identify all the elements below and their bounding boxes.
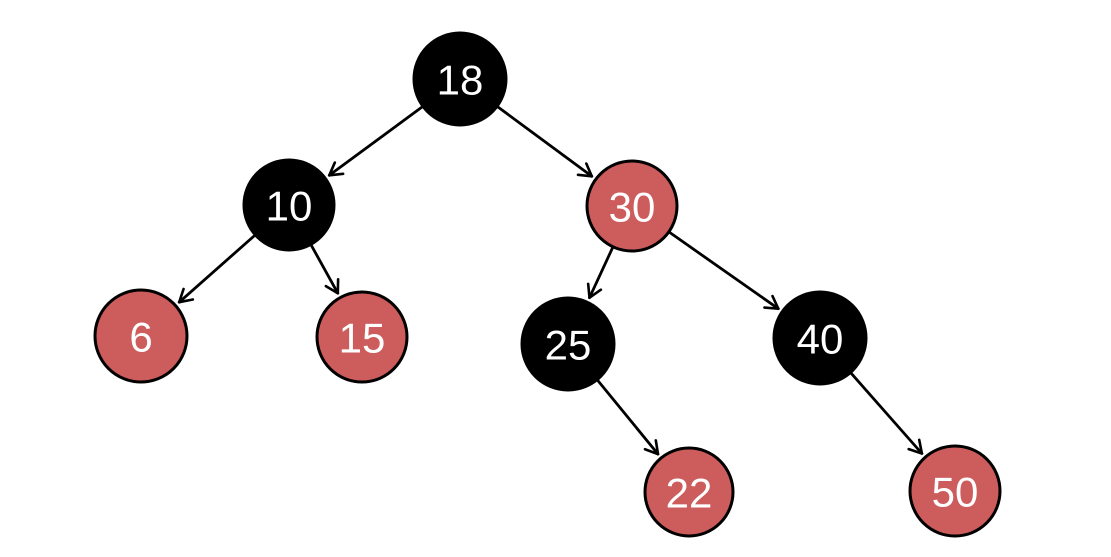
tree-node-15: 15 [315,290,409,384]
tree-node-22: 22 [643,446,735,538]
tree-node-40: 40 [772,290,868,386]
tree-node-6: 6 [93,288,189,384]
node-label-30: 30 [609,184,656,231]
node-circle-30 [585,159,679,253]
node-label-40: 40 [797,316,844,363]
tree-node-50: 50 [908,444,1002,538]
node-label-6: 6 [129,314,152,361]
tree-node-30: 30 [585,159,679,253]
node-label-22: 22 [666,470,713,517]
node-label-25: 25 [545,322,592,369]
edge-18-30 [496,105,594,178]
node-circle-15 [315,290,409,384]
node-circle-22 [643,446,735,538]
node-label-50: 50 [932,469,979,516]
edge-10-15 [309,243,340,295]
edge-25-22 [596,378,660,456]
node-circle-40 [772,290,868,386]
node-circle-25 [520,296,616,392]
nodes-layer: 18 10 30 6 15 25 40 22 50 [93,31,1002,538]
node-label-10: 10 [266,183,313,230]
tree-node-10: 10 [242,158,336,252]
edges-layer [177,105,924,456]
edge-30-40 [668,230,780,311]
edge-40-50 [849,371,924,455]
edge-30-25 [586,246,614,300]
node-circle-10 [242,158,336,252]
node-circle-18 [412,31,508,127]
edge-18-10 [327,105,424,177]
node-circle-6 [93,288,189,384]
tree-node-25: 25 [520,296,616,392]
node-label-18: 18 [437,57,484,104]
node-circle-50 [908,444,1002,538]
node-label-15: 15 [339,315,386,362]
edge-10-6 [177,234,257,304]
tree-node-18: 18 [412,31,508,127]
